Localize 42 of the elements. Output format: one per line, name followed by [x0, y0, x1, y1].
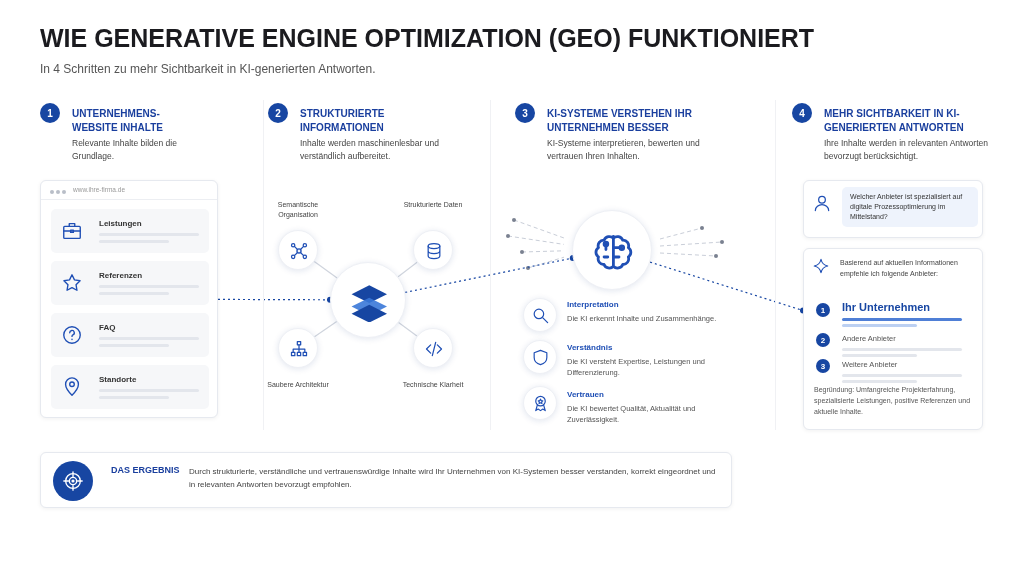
step-number: 1 — [40, 103, 60, 123]
subtitle: In 4 Schritten zu mehr Sichtbarkeit in KI-generierten Antworten. — [40, 62, 377, 76]
result-text: Durch strukturierte, verständliche und vertrauenswürdige Inhalte wird Ihr Unternehmen von KI-Systemen besser verstanden, korrekt eingeordnet und in relevanten Antworten bevorzugt empfohlen. — [189, 466, 717, 491]
feature-title: Verständnis — [567, 343, 614, 352]
step-heading: UNTERNEHMENS- WEBSITE INHALTE — [72, 107, 164, 134]
item-title: Leistungen — [99, 219, 142, 228]
list-item-card — [51, 261, 209, 305]
feature-title: Interpretation — [567, 300, 620, 309]
step-description: Ihre Inhalte werden in relevanten Antworten bevorzugt berücksichtigt. — [824, 137, 989, 164]
layers-circle — [330, 262, 406, 338]
title: WIE GENERATIVE ENGINE OPTIMIZATION (GEO) FUNKTIONIERT — [40, 24, 815, 53]
connector-line — [398, 322, 418, 337]
step-number: 3 — [816, 359, 830, 373]
connector-line — [397, 261, 418, 278]
dotted-connector — [404, 254, 576, 293]
step-description: Inhalte werden maschinenlesbar und verständlich aufbereitet. — [300, 137, 440, 164]
step-description: Relevante Inhalte bilden die Grundlage. — [72, 137, 178, 164]
step-number: 3 — [515, 103, 535, 123]
connector-line — [313, 320, 338, 338]
step-number: 2 — [816, 333, 830, 347]
item-title: FAQ — [99, 323, 116, 332]
question-card — [803, 180, 983, 238]
step-description: KI-Systeme interpretieren, bewerten und vertrauen Ihren Inhalten. — [547, 137, 701, 164]
connector-line — [313, 261, 338, 279]
step-heading: MEHR SICHTBARKEIT IN KI-GENERIERTEN ANTWORTEN — [824, 107, 965, 134]
step-number: 2 — [268, 103, 288, 123]
item-title: Standorte — [99, 375, 137, 384]
step-number: 4 — [792, 103, 812, 123]
list-item-card — [51, 365, 209, 409]
step-heading: STRUKTURIERTE INFORMATIONEN — [300, 107, 386, 134]
item-title: Referenzen — [99, 271, 143, 280]
list-item-card — [51, 313, 209, 357]
brain-circle — [572, 210, 652, 290]
step-heading: KI-SYSTEME VERSTEHEN IHR UNTERNEHMEN BESSER — [547, 107, 694, 134]
answer-card — [803, 248, 983, 430]
ranked-result: Ihr Unternehmen — [842, 301, 930, 313]
list-item-card — [51, 209, 209, 253]
result-heading: DAS ERGEBNIS — [111, 465, 180, 475]
step-number: 1 — [816, 303, 830, 317]
result-panel — [40, 452, 732, 508]
browser-window — [40, 180, 218, 418]
feature-title: Vertrauen — [567, 390, 605, 399]
